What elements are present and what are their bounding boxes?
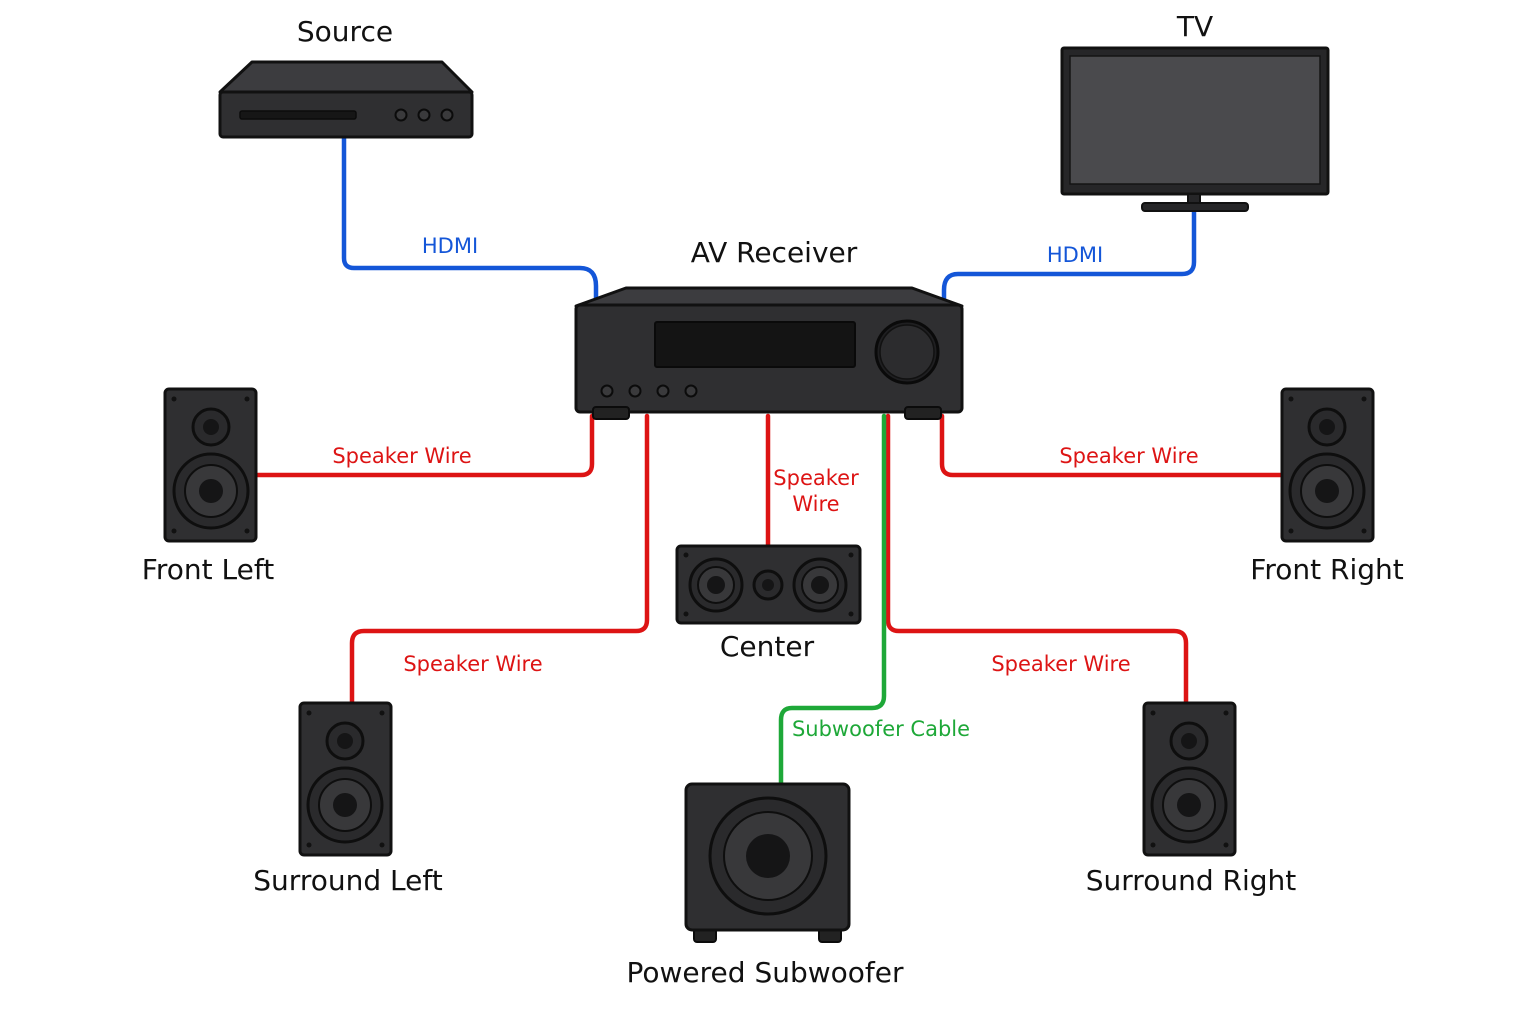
hdmi-cable-tv [941,205,1197,303]
surround-left-speaker: Surround Left [253,701,443,897]
surround-right-speaker: Surround Right [1086,701,1296,897]
surround-left-label: Surround Left [253,864,442,897]
subwoofer-device: Powered Subwoofer [627,782,904,989]
speaker-wire-label-surround-left: Speaker Wire [403,652,542,676]
subwoofer-cable-label: Subwoofer Cable [792,717,970,741]
center-speaker: Center [675,544,862,663]
bookshelf-speaker-icon [298,701,393,857]
front-left-label: Front Left [142,553,274,586]
bookshelf-speaker-icon [1280,387,1375,543]
speaker-wire-label-center-line1: Speaker [773,466,859,490]
media-player-icon [218,60,474,139]
speaker-wire-surround-right [885,413,1189,706]
subwoofer-icon [684,782,851,943]
tv-device: TV [1060,10,1330,212]
front-right-label: Front Right [1250,553,1403,586]
source-label: Source [297,15,393,48]
hdmi-cable-source [341,135,599,303]
cable-labels: HDMI HDMI Speaker Wire Speaker Wire Spea… [332,234,1198,741]
front-right-speaker: Front Right [1250,387,1404,586]
speaker-wire-front-right [939,413,1285,478]
speaker-wire-label-center-line2: Wire [792,492,839,516]
tv-icon [1060,46,1330,212]
speaker-wire-front-left [255,413,595,478]
av-receiver-icon [574,286,964,420]
tv-label: TV [1176,10,1213,43]
receiver-label: AV Receiver [691,236,858,269]
bookshelf-speaker-icon [163,387,258,543]
hdmi-label-tv: HDMI [1047,243,1103,267]
center-speaker-icon [675,544,862,625]
speaker-wire-label-surround-right: Speaker Wire [991,652,1130,676]
front-left-speaker: Front Left [142,387,274,586]
subwoofer-label: Powered Subwoofer [627,956,904,989]
subwoofer-cable [778,413,887,787]
cables [255,135,1285,787]
hdmi-label-source: HDMI [422,234,478,258]
bookshelf-speaker-icon [1142,701,1237,857]
source-device: Source [218,15,474,139]
speaker-wire-surround-left [349,413,650,706]
surround-right-label: Surround Right [1086,864,1296,897]
center-label: Center [720,630,815,663]
speaker-wire-label-front-left: Speaker Wire [332,444,471,468]
receiver-device: AV Receiver [574,236,964,420]
speaker-wire-label-front-right: Speaker Wire [1059,444,1198,468]
